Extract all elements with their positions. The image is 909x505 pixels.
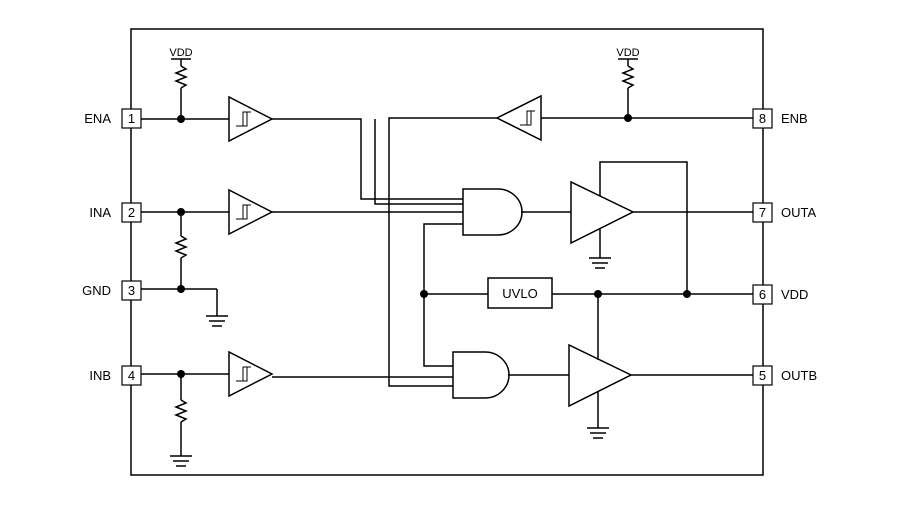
output-driver-b [568,343,633,408]
pin-5-label: OUTB [781,368,817,383]
schmitt-buffer-ena [228,95,274,143]
output-driver-a [570,180,635,245]
pin-8-number: 8 [759,111,766,126]
pin-7-label: OUTA [781,205,816,220]
schmitt-buffer-inb [228,350,274,398]
resistor-ina-pulldown [173,235,189,259]
and-gate-a [462,188,523,236]
ground-symbol-driver-a [589,229,611,269]
resistor-enb-pullup [620,65,636,89]
schmitt-buffer-ina [228,188,274,236]
enb-pullup: VDD [616,47,640,122]
package-outline [130,28,764,476]
pin-2-number: 2 [128,205,135,220]
resistor-inb-pulldown [173,399,189,423]
pin-3-number: 3 [128,283,135,298]
pin-3-label: GND [82,283,111,298]
and-gate-b [452,351,510,399]
uvlo-block: UVLO [487,277,553,309]
pin-6-number: 6 [759,287,766,302]
vdd-label-ena: VDD [169,47,192,59]
pin-3-gnd: 3 GND [82,280,142,301]
resistor-ena-pullup [173,65,189,89]
vdd-label-enb: VDD [616,47,639,59]
schmitt-buffer-enb [495,94,542,142]
pin-2-ina: 2 INA [89,202,142,223]
pin-5-number: 5 [759,368,766,383]
pin-4-label: INB [89,368,111,383]
pin-6-label: VDD [781,287,808,302]
ground-symbol-inb [170,455,192,467]
inb-pulldown [170,374,192,467]
pin-4-inb: 4 INB [89,365,142,386]
pin-8-label: ENB [781,111,808,126]
pin-2-label: INA [89,205,111,220]
pin-1-number: 1 [128,111,135,126]
ina-pulldown [173,212,189,289]
pin-1-ena: 1 ENA [84,108,142,129]
pin-8-enb: 8 ENB [752,108,808,129]
pin-5-outb: 5 OUTB [752,365,817,386]
pin-4-number: 4 [128,368,135,383]
pin-1-label: ENA [84,111,111,126]
ground-symbol-driver-b [587,392,609,439]
ground-symbol-gnd-pin [206,289,228,327]
uvlo-label: UVLO [502,286,537,301]
pin-6-vdd: 6 VDD [752,284,808,305]
ena-pullup: VDD [169,47,193,123]
pin-7-number: 7 [759,205,766,220]
pin-7-outa: 7 OUTA [752,202,816,223]
